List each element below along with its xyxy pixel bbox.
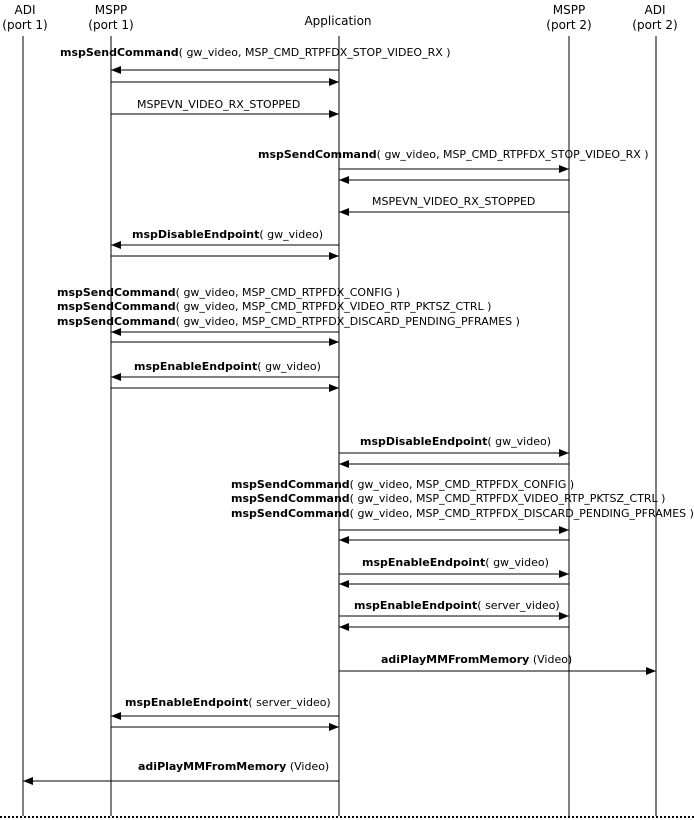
participant-port: (port 1) <box>88 18 134 32</box>
message-label: mspEnableEndpoint( gw_video) <box>362 556 549 569</box>
message-label: mspDisableEndpoint( gw_video) <box>360 435 551 448</box>
message-label: mspSendCommand( gw_video, MSP_CMD_RTPFDX… <box>57 286 401 299</box>
participant-adi-port2: ADI (port 2) <box>627 3 683 33</box>
message-label: mspSendCommand( gw_video, MSP_CMD_RTPFDX… <box>57 315 520 328</box>
participant-name: ADI <box>14 3 36 17</box>
message-label: adiPlayMMFromMemory (Video) <box>138 760 330 773</box>
participant-port: (port 1) <box>2 18 48 32</box>
participant-name: Application <box>304 14 372 28</box>
message-label: MSPEVN_VIDEO_RX_STOPPED <box>372 195 536 208</box>
message-label: mspEnableEndpoint( server_video) <box>125 696 331 709</box>
participant-application: Application <box>295 14 381 29</box>
participant-name: MSPP <box>94 3 128 17</box>
message-label: mspSendCommand( gw_video, MSP_CMD_RTPFDX… <box>258 148 649 161</box>
message-label: mspSendCommand( gw_video, MSP_CMD_RTPFDX… <box>57 300 492 313</box>
participant-name: MSPP <box>552 3 586 17</box>
message-label: mspDisableEndpoint( gw_video) <box>132 228 323 241</box>
message-label: mspSendCommand( gw_video, MSP_CMD_RTPFDX… <box>60 46 451 59</box>
participant-name: ADI <box>644 3 666 17</box>
message-label: MSPEVN_VIDEO_RX_STOPPED <box>137 98 301 111</box>
message-label: mspSendCommand( gw_video, MSP_CMD_RTPFDX… <box>231 478 575 491</box>
message-label: mspEnableEndpoint( gw_video) <box>134 360 321 373</box>
message-label: mspEnableEndpoint( server_video) <box>354 599 560 612</box>
participant-port: (port 2) <box>632 18 678 32</box>
participant-port: (port 2) <box>546 18 592 32</box>
participant-adi-port1: ADI (port 1) <box>2 3 48 33</box>
message-label: adiPlayMMFromMemory (Video) <box>381 653 573 666</box>
message-label: mspSendCommand( gw_video, MSP_CMD_RTPFDX… <box>231 507 694 520</box>
message-label: mspSendCommand( gw_video, MSP_CMD_RTPFDX… <box>231 492 666 505</box>
participant-mspp-port2: MSPP (port 2) <box>538 3 600 33</box>
participant-mspp-port1: MSPP (port 1) <box>80 3 142 33</box>
